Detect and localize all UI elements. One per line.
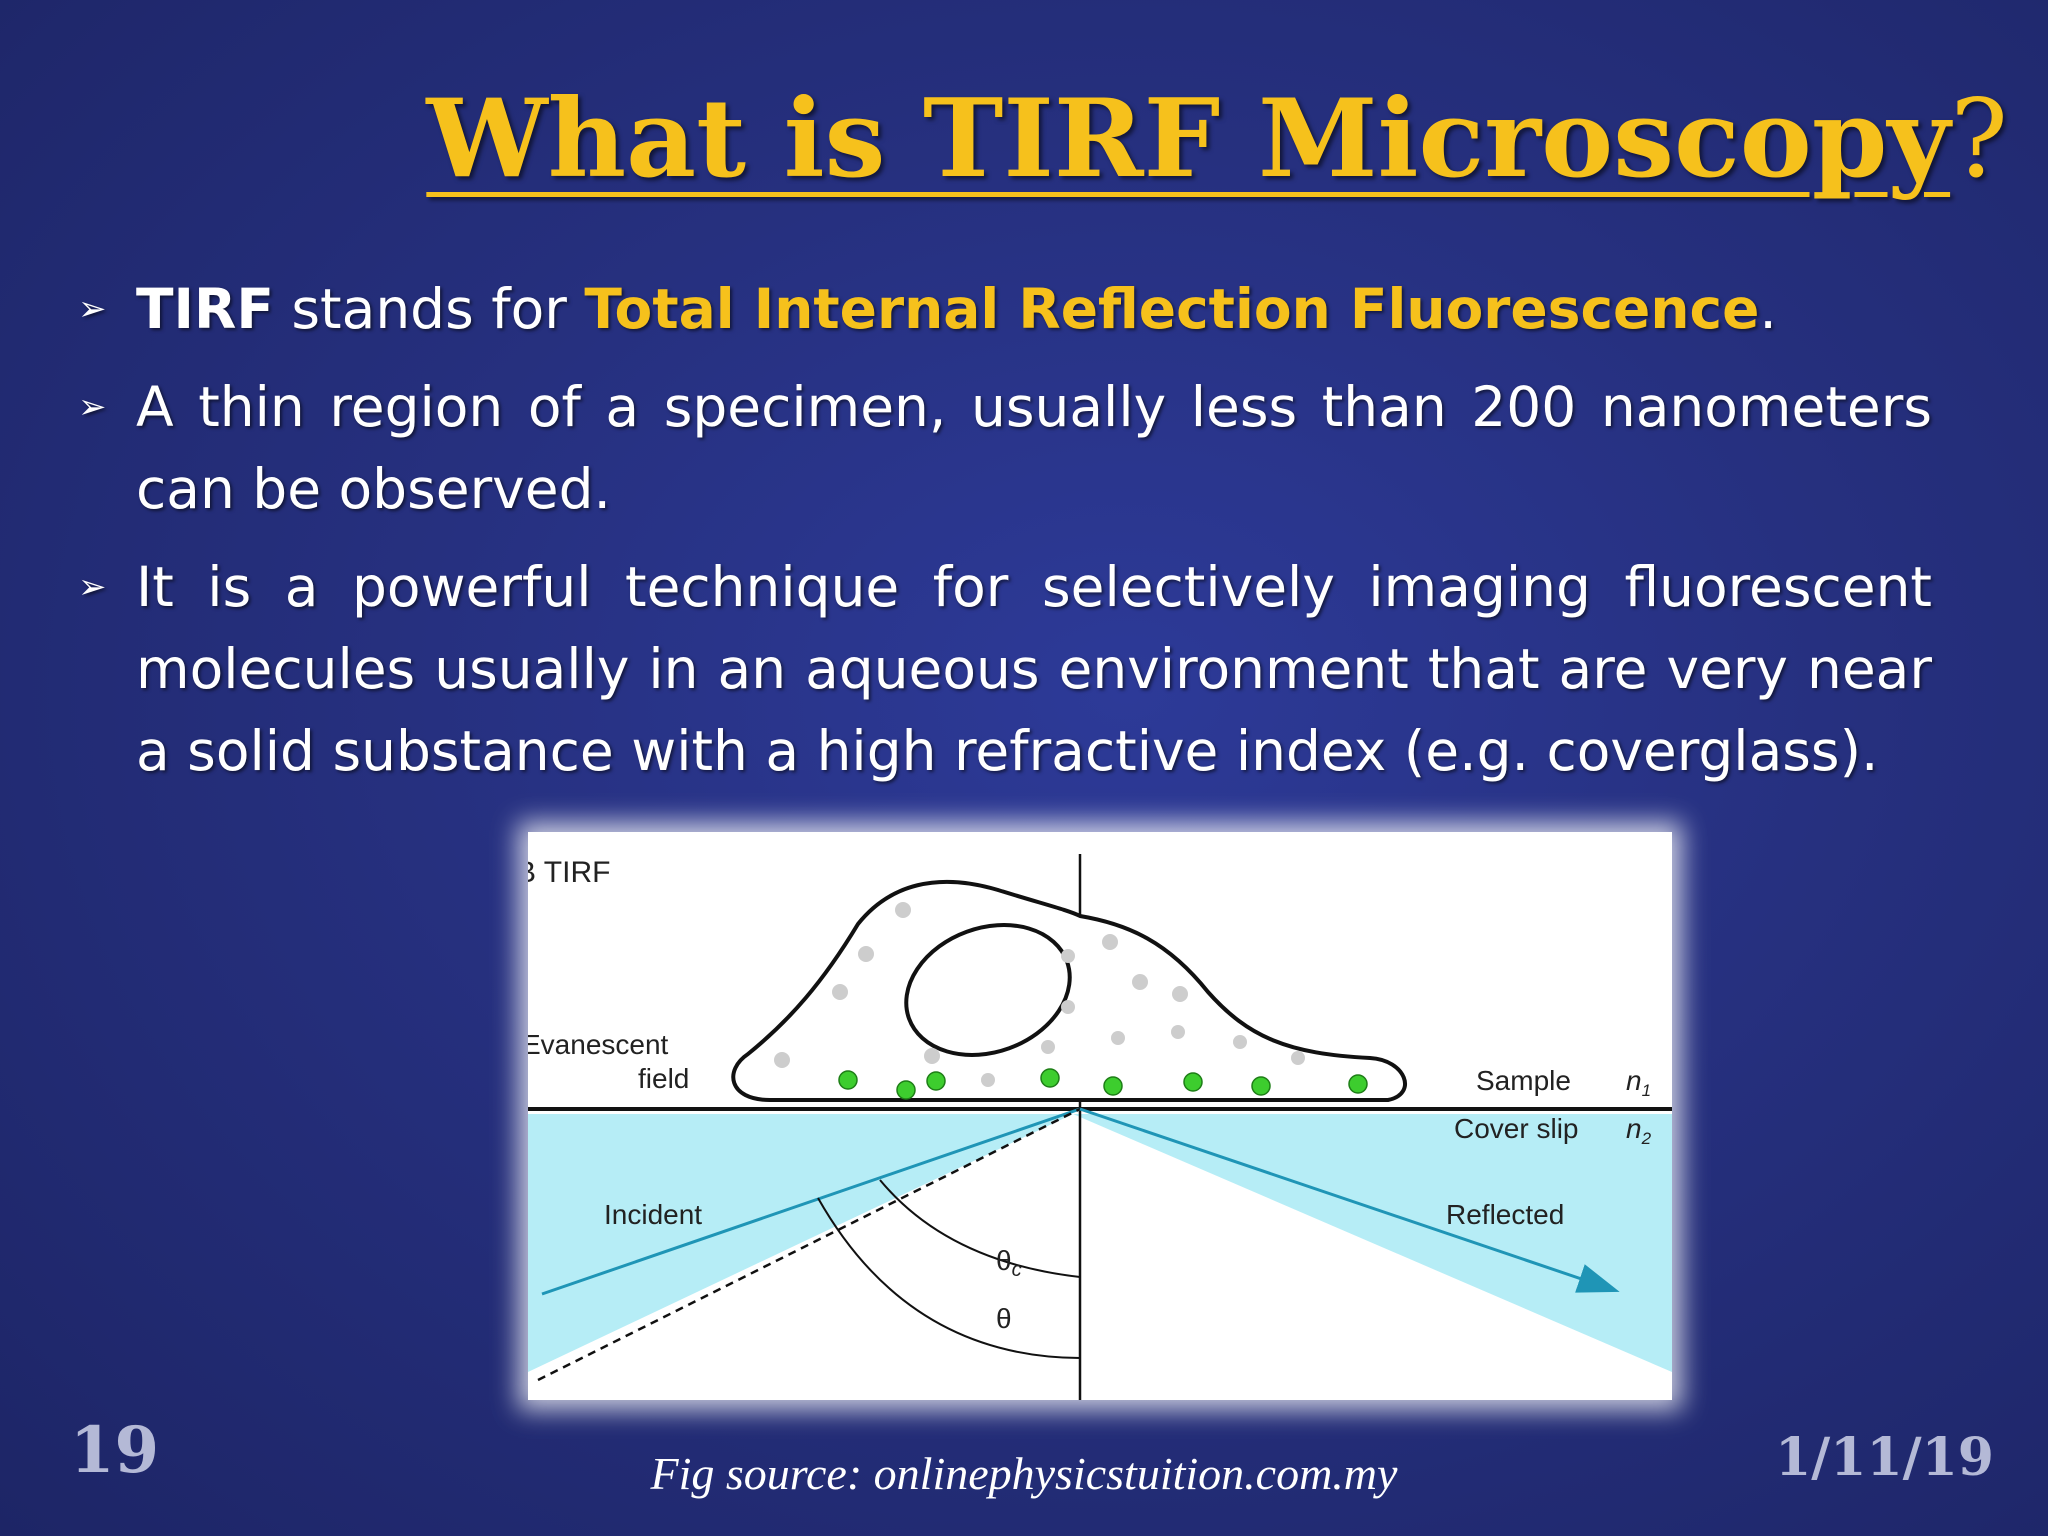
green-molecule — [896, 1080, 916, 1100]
slide-date: 1/11/19 — [1775, 1427, 1994, 1488]
bullet-1-connector: stands for — [273, 277, 585, 341]
theta-c-label: θc — [996, 1245, 1022, 1281]
bullet-arrow-icon: ➢ — [78, 387, 107, 427]
incident-label: Incident — [604, 1199, 702, 1230]
theta-label: θ — [996, 1303, 1012, 1334]
figure-source: Fig source: onlinephysicstuition.com.my — [650, 1448, 1398, 1499]
green-molecule — [1251, 1076, 1271, 1096]
evanescent-label-field: field — [638, 1063, 689, 1094]
bullet-item-1: ➢ TIRF stands for Total Internal Reflect… — [78, 268, 1932, 350]
grey-molecule — [1102, 934, 1118, 950]
green-molecule — [1183, 1072, 1203, 1092]
bullet-list: ➢ TIRF stands for Total Internal Reflect… — [78, 268, 1932, 808]
incident-beam-band — [528, 1114, 1073, 1372]
bullet-arrow-icon: ➢ — [78, 289, 107, 329]
grey-molecule — [1041, 1040, 1055, 1054]
dashed-critical-ray — [537, 1107, 1081, 1382]
grey-molecule — [1061, 949, 1075, 963]
grey-molecule — [1061, 1000, 1075, 1014]
title-question-mark: ? — [1950, 77, 2008, 202]
bullet-arrow-icon: ➢ — [78, 567, 107, 607]
panel-label: B TIRF — [528, 856, 610, 889]
incident-ray — [541, 1107, 1081, 1296]
sample-index-label: n1 — [1626, 1065, 1651, 1100]
angle-arc-critical — [879, 1179, 1081, 1278]
tirf-diagram: B TIRF Evanescent field Sample n1 Cover … — [528, 832, 1672, 1400]
tirf-term: TIRF — [136, 277, 274, 341]
grey-molecule — [1233, 1035, 1247, 1049]
cover-index-label: n2 — [1626, 1113, 1652, 1148]
cover-slip-label: Cover slip — [1454, 1113, 1578, 1144]
grey-molecule — [1172, 986, 1188, 1002]
grey-molecule — [1171, 1025, 1185, 1039]
grey-molecule — [1111, 1031, 1125, 1045]
grey-molecule — [832, 984, 848, 1000]
reflected-ray — [1079, 1107, 1620, 1293]
reflected-beam-band — [1073, 1114, 1672, 1372]
grey-molecule — [895, 902, 911, 918]
angle-arc-theta — [817, 1197, 1081, 1359]
green-molecule — [1103, 1076, 1123, 1096]
slide-title: What is TIRF Microscopy? — [426, 80, 2008, 200]
grey-molecule — [1132, 974, 1148, 990]
evanescent-label: Evanescent — [528, 1029, 669, 1060]
tirf-diagram-svg: B TIRF Evanescent field Sample n1 Cover … — [528, 854, 1672, 1400]
grey-molecule — [1291, 1051, 1305, 1065]
tirf-expansion: Total Internal Reflection Fluorescence — [584, 277, 1760, 341]
green-molecule — [1040, 1068, 1060, 1088]
green-molecule — [926, 1071, 946, 1091]
grey-molecule — [924, 1048, 940, 1064]
page-number: 19 — [70, 1413, 160, 1488]
bullet-1-period: . — [1759, 277, 1777, 341]
grey-molecule — [981, 1073, 995, 1087]
bullet-2-text: A thin region of a specimen, usually les… — [136, 375, 1932, 521]
green-molecule — [1348, 1074, 1368, 1094]
sample-label: Sample — [1476, 1065, 1571, 1096]
grey-molecule — [774, 1052, 790, 1068]
reflected-label: Reflected — [1446, 1199, 1564, 1230]
bullet-item-3: ➢ It is a powerful technique for selecti… — [78, 546, 1932, 792]
bullet-item-2: ➢ A thin region of a specimen, usually l… — [78, 366, 1932, 530]
green-molecule — [838, 1070, 858, 1090]
bullet-3-text: It is a powerful technique for selective… — [136, 555, 1932, 783]
title-main: What is TIRF Microscopy — [426, 76, 1951, 202]
grey-molecule — [858, 946, 874, 962]
